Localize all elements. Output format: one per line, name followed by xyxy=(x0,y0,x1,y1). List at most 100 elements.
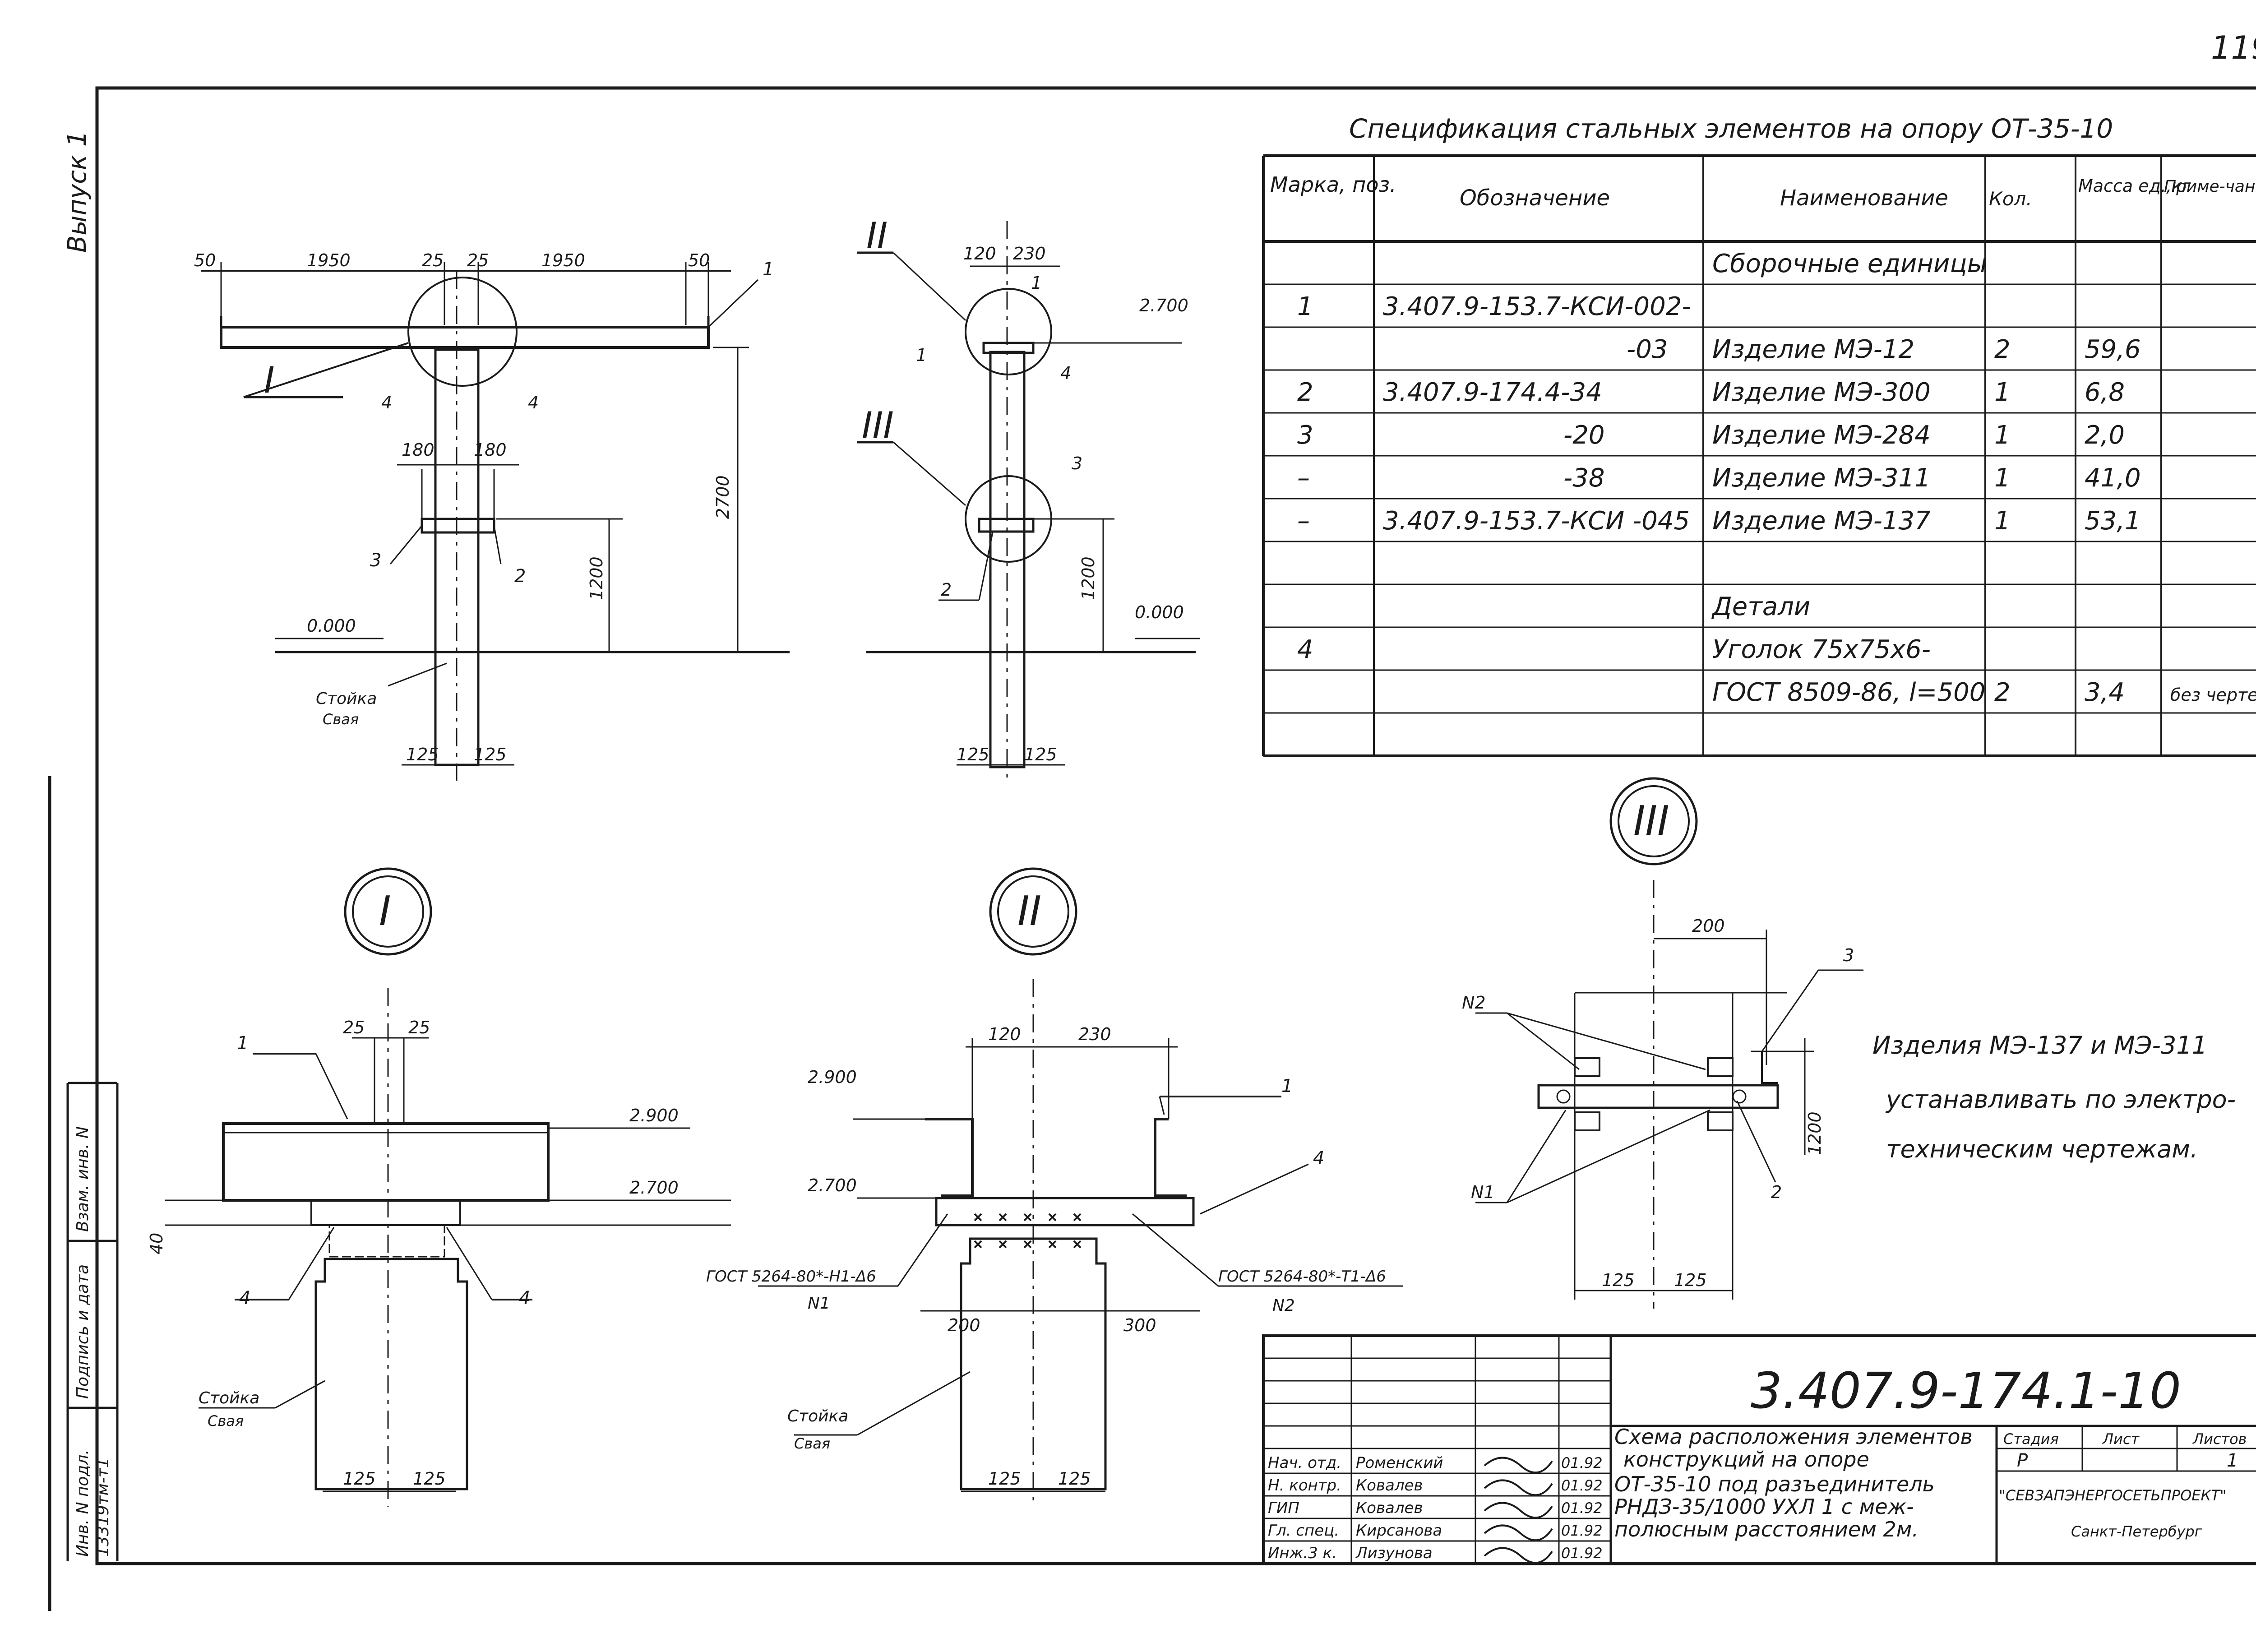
view1-dim-25-left: 25 xyxy=(422,250,444,270)
detail2-pos-4: 4 xyxy=(1313,1148,1324,1169)
detail2-pos-1: 1 xyxy=(1281,1076,1293,1097)
handwritten-signature xyxy=(1484,1547,1553,1564)
detail2-level-2700: 2.700 xyxy=(808,1175,857,1195)
spec-title: Спецификация стальных элементов на опору… xyxy=(1349,113,2113,144)
signature-date-2: 01.92 xyxy=(1561,1499,1603,1517)
detail1-level-2700: 2.700 xyxy=(629,1178,679,1198)
view1-pos-2: 2 xyxy=(514,566,526,587)
desc-line-5: полюсным расстоянием 2м. xyxy=(1614,1517,1919,1541)
desc-line-3: ОТ-35-10 под разъединитель xyxy=(1614,1472,1935,1496)
view1-labels: 50 1950 25 25 1950 50 1 I 4 4 180 180 3 … xyxy=(194,250,774,764)
view2-level-2700: 2.700 xyxy=(1139,296,1188,315)
signature-role-1: Н. контр. xyxy=(1268,1476,1341,1495)
view-elevation-1 xyxy=(201,262,790,781)
spec-cell-r9-c2: Уголок 75х75х6- xyxy=(1712,635,1931,664)
detail3-dim-125-right: 125 xyxy=(1674,1270,1707,1290)
detail2-post-stoyka: Стойка xyxy=(787,1407,848,1425)
view1-dim-25-right: 25 xyxy=(467,250,489,270)
view1-dim-1950-left: 1950 xyxy=(307,250,351,270)
spec-cell-r1-c1: 3.407.9-153.7-КСИ-002- xyxy=(1383,292,1691,321)
signature-date-1: 01.92 xyxy=(1561,1477,1603,1494)
view2-pos-4: 4 xyxy=(1060,363,1071,383)
spec-cell-r10-c3: 2 xyxy=(1994,678,2011,707)
detail1-callout-text: I xyxy=(379,888,391,935)
spec-cell-r3-c2: Изделие МЭ-300 xyxy=(1712,378,1931,407)
view2-dim-230: 230 xyxy=(1013,244,1046,264)
inv-orig-label: Инв. N подл. xyxy=(74,1449,92,1557)
view-elevation-2 xyxy=(857,221,1200,781)
spec-cell-r5-c4: 41,0 xyxy=(2085,463,2141,493)
desc-line-2: конструкций на опоре xyxy=(1623,1447,1869,1472)
detail3-dim-125-left: 125 xyxy=(1602,1270,1635,1290)
detail2-dim-120: 120 xyxy=(988,1024,1021,1044)
detail3-labels: III 200 N2 3 1200 2 N1 125 125 xyxy=(1462,797,1854,1290)
view1-pos-1: 1 xyxy=(763,259,774,280)
title-block-labels: 3.407.9-174.1-10 Схема расположения элем… xyxy=(1614,1362,2247,1541)
detail2-dim-230: 230 xyxy=(1078,1024,1111,1044)
spec-cell-r4-c3: 1 xyxy=(1994,421,2011,450)
spec-cell-r3-c1: 3.407.9-174.4-34 xyxy=(1383,378,1602,407)
view1-pos-3: 3 xyxy=(370,550,381,571)
view2-level-ground: 0.000 xyxy=(1135,602,1184,622)
view2-pos-3: 3 xyxy=(1072,453,1082,473)
view1-dim-180-left: 180 xyxy=(402,440,435,460)
signature-name-1: Ковалев xyxy=(1356,1476,1423,1495)
signature-name-3: Кирсанова xyxy=(1356,1522,1442,1540)
org-name: "СЕВЗАПЭНЕРГОСЕТЬПРОЕКТ" xyxy=(1999,1487,2226,1504)
spec-header-qty: Кол. xyxy=(1989,188,2032,210)
spec-cell-r6-c2: Изделие МЭ-137 xyxy=(1712,506,1931,536)
view1-dim-50-left: 50 xyxy=(194,250,216,270)
detail2-callout-circle xyxy=(989,867,1077,956)
spec-cell-r10-c5: без чертежа xyxy=(2170,685,2256,705)
spec-cell-r2-c3: 2 xyxy=(1994,335,2011,364)
detail2-weld-right: ГОСТ 5264-80*-Т1-Δ6 xyxy=(1218,1268,1386,1286)
spec-cell-r9-c0: 4 xyxy=(1297,635,1313,664)
view1-dim-125-left: 125 xyxy=(406,745,439,764)
weld-crosses xyxy=(974,1213,1082,1249)
spec-cell-r3-c0: 2 xyxy=(1297,378,1313,407)
detail1-level-2900: 2.900 xyxy=(629,1106,679,1125)
detail2-dim-125-left: 125 xyxy=(988,1469,1021,1489)
signature-name-2: Ковалев xyxy=(1356,1499,1423,1517)
spec-header-note: Приме-чание xyxy=(2164,177,2256,196)
detail1-dim-125-left: 125 xyxy=(343,1469,376,1489)
spec-cell-r6-c4: 53,1 xyxy=(2085,506,2141,536)
detail3-callout-text: III xyxy=(1633,797,1669,845)
org-city: Санкт-Петербург xyxy=(2071,1523,2202,1540)
page-number: 119 xyxy=(2211,29,2256,66)
spec-cell-r4-c1: -20 xyxy=(1563,421,1604,450)
spec-cell-r1-c0: 1 xyxy=(1297,292,1313,321)
spec-cell-r6-c0: – xyxy=(1297,506,1310,536)
title-block xyxy=(1262,1334,2256,1565)
detail2-post-svaya: Свая xyxy=(794,1435,830,1452)
spec-cell-r2-c1: -03 xyxy=(1627,335,1668,364)
detail3-label-n2: N2 xyxy=(1462,993,1486,1013)
view2-dim-125-right: 125 xyxy=(1024,745,1057,764)
detail-3 xyxy=(1475,777,1863,1309)
detail2-weld-left-n: N1 xyxy=(808,1294,830,1313)
spec-table: Спецификация стальных элементов на опору… xyxy=(1262,113,2256,757)
replace-inv-label: Взам. инв. N xyxy=(74,1126,92,1232)
spec-cell-r3-c4: 6,8 xyxy=(2085,378,2125,407)
detail1-pos-4-left: 4 xyxy=(239,1288,250,1309)
view1-dim-180-right: 180 xyxy=(474,440,507,460)
signature-name-0: Роменский xyxy=(1356,1454,1443,1472)
detail3-dim-1200: 1200 xyxy=(1805,1111,1825,1155)
signature-date-0: 01.92 xyxy=(1561,1454,1603,1472)
note-line-1: Изделия МЭ-137 и МЭ-311 xyxy=(1872,1031,2207,1060)
handwritten-signature xyxy=(1484,1479,1553,1496)
spec-cell-r10-c2: ГОСТ 8509-86, l=500 xyxy=(1712,678,1985,707)
handwritten-signature xyxy=(1484,1524,1553,1541)
desc-line-1: Схема расположения элементов xyxy=(1614,1425,1973,1449)
issue-label: Выпуск 1 xyxy=(63,131,92,253)
detail1-dim-40: 40 xyxy=(147,1233,166,1254)
view2-pos-1-top: 1 xyxy=(1031,273,1042,293)
view1-dim-50-right: 50 xyxy=(688,250,710,270)
detail3-label-3: 3 xyxy=(1843,945,1854,965)
detail2-labels: II 120 230 1 2.900 4 2.700 ГОСТ 5264-80*… xyxy=(706,888,1386,1489)
signature-role-2: ГИП xyxy=(1268,1499,1299,1517)
spec-cell-r5-c2: Изделие МЭ-311 xyxy=(1712,463,1931,493)
spec-header-name: Наименование xyxy=(1780,185,1948,211)
